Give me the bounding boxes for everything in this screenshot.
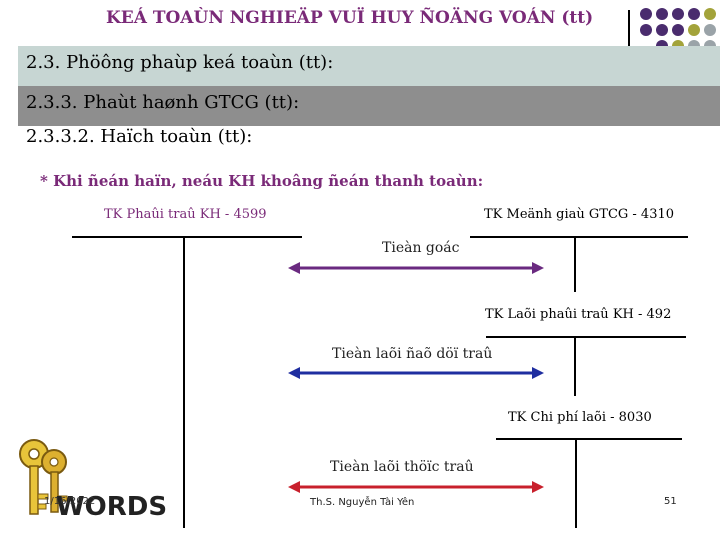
t-account-right-3-stem [575,438,577,528]
heading-line-1: 2.3. Phöông phaùp keá toaùn (tt): [26,52,334,73]
entry-label-3: Tieàn laõi thöïc traû [330,459,474,475]
keys-icon [19,439,68,515]
heading-band-1: 2.3. Phöông phaùp keá toaùn (tt): [18,46,720,86]
entry-label-2: Tieàn laõi ñaõ döï traû [332,346,493,362]
slide-title: KEÁ TOAÙN NGHIEÄP VUÏ HUY ÑOÄNG VOÁN (tt… [106,8,594,28]
arrow-1 [288,262,544,274]
account-label-right-3: TK Chi phí laõi - 8030 [508,410,652,425]
arrow-2 [288,367,544,379]
footer-date: 1/16/2022 [44,496,96,507]
entry-label-1: Tieàn goác [382,240,460,256]
page-number: 51 [664,496,677,507]
account-label-left: TK Phaûi traû KH - 4599 [104,207,267,222]
footer-author: Th.S. Nguyễn Tài Yên [310,497,415,508]
t-account-right-2-top [486,336,686,338]
account-label-right-1: TK Meänh giaù GTCG - 4310 [484,207,675,222]
heading-band-3: 2.3.3.2. Haïch toaùn (tt): [18,126,720,166]
words-logo: WORDS [56,492,168,522]
account-label-right-2: TK Laõi phaûi traû KH - 492 [485,307,672,322]
heading-line-3: 2.3.3.2. Haïch toaùn (tt): [26,126,253,147]
condition-note: * Khi ñeán haïn, neáu KH khoâng ñeán tha… [40,172,484,190]
t-account-right-2-stem [574,336,576,396]
t-account-left-top [72,236,302,238]
t-account-right-3-top [496,438,682,440]
heading-line-2: 2.3.3. Phaùt haønh GTCG (tt): [26,92,300,113]
heading-band-2: 2.3.3. Phaùt haønh GTCG (tt): [18,86,720,126]
title-divider [628,10,630,46]
t-account-right-1-stem [574,236,576,292]
arrow-3 [288,481,544,493]
t-account-left-stem [183,236,185,528]
t-account-right-1-top [470,236,688,238]
